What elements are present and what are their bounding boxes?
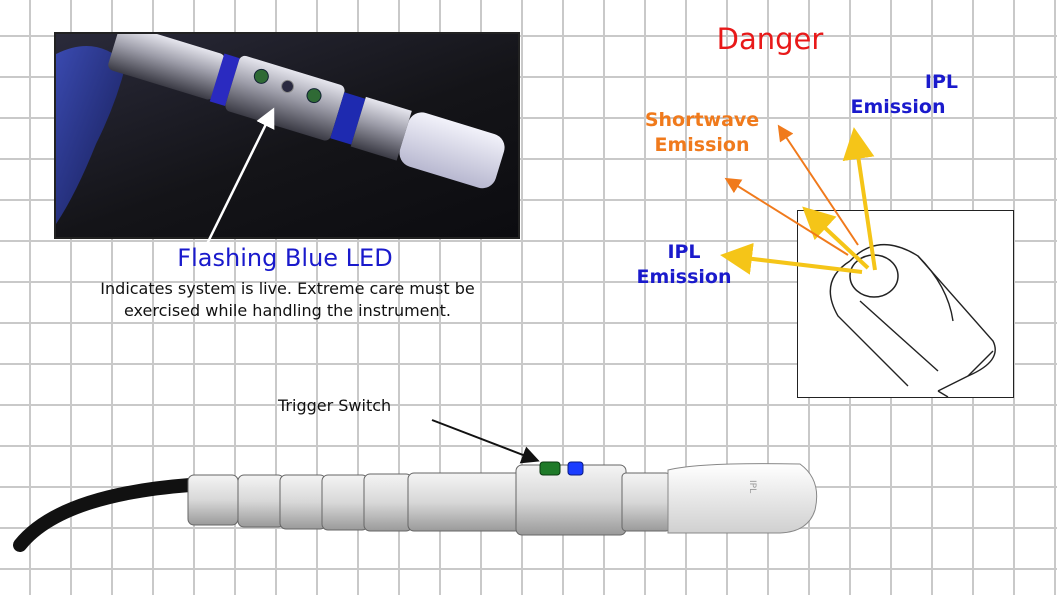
ipl-top-line2: Emission — [850, 96, 946, 118]
photo-green-button — [253, 68, 269, 84]
tip-drawing-box — [797, 210, 1014, 398]
photo-led — [281, 79, 295, 93]
handpiece-photo-drawing — [56, 34, 505, 224]
ipl-top-label: IPL Emission — [838, 70, 959, 120]
led-description: Indicates system is live. Extreme care m… — [50, 278, 525, 322]
grip-segment-4 — [321, 474, 369, 531]
tip-body-line-3 — [967, 350, 994, 377]
tip-marking: IPL — [747, 480, 757, 493]
ipl-top-line1: IPL — [924, 71, 958, 93]
instrument-tip — [667, 463, 818, 534]
photo-green-button-2 — [306, 88, 322, 104]
led-description-line1: Indicates system is live. Extreme care m… — [100, 279, 475, 298]
tip-aperture — [849, 254, 899, 298]
barrel-label — [350, 96, 412, 161]
danger-title: Danger — [716, 22, 824, 56]
glove — [56, 46, 126, 224]
barrel-rear — [108, 34, 225, 100]
grip-segment-5 — [363, 473, 413, 532]
led-description-line2: exercised while handling the instrument. — [123, 301, 452, 320]
tip-drawing — [829, 244, 996, 398]
tip-body-line-4 — [937, 390, 949, 398]
trigger-switch — [539, 461, 561, 476]
tip-body-line — [917, 255, 954, 322]
shortwave-line2: Emission — [654, 134, 750, 156]
photo-cap — [399, 112, 505, 189]
ipl-left-line1: IPL — [667, 241, 701, 263]
grip-segment-1 — [187, 474, 239, 526]
trigger-switch-label: Trigger Switch — [278, 396, 392, 415]
led-indicator — [567, 461, 584, 476]
ipl-left-line2: Emission — [636, 266, 732, 288]
led-title: Flashing Blue LED — [177, 244, 393, 272]
shortwave-label: Shortwave Emission — [632, 108, 772, 158]
neck — [621, 472, 671, 532]
grip-segment-3 — [279, 474, 327, 530]
grip-segment-2 — [237, 474, 285, 528]
ipl-left-label: IPL Emission — [624, 240, 744, 290]
barrel-collar — [225, 55, 345, 141]
tip-body-line-2 — [859, 300, 939, 372]
cable — [13, 478, 197, 552]
instrument-drawing: IPL — [13, 461, 818, 552]
handpiece-photo — [54, 32, 520, 239]
grip-segment-6 — [407, 472, 529, 532]
blue-band-2 — [330, 92, 366, 145]
blue-band — [209, 53, 240, 107]
shortwave-line1: Shortwave — [644, 109, 760, 131]
